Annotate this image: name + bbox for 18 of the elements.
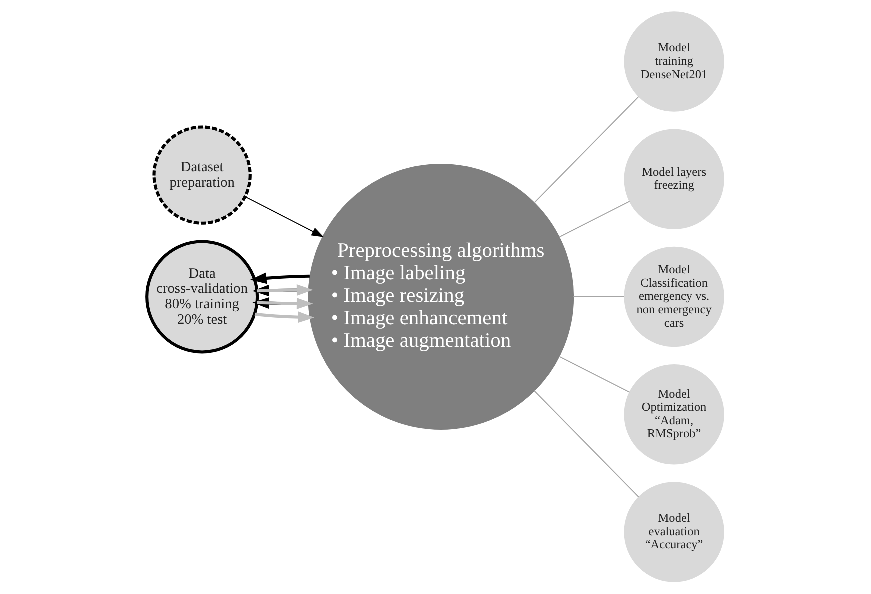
- node-circle: Model Optimization “Adam, RMSprob”: [624, 364, 724, 465]
- connector: [559, 201, 630, 238]
- node-circle: Model evaluation “Accuracy”: [624, 482, 724, 582]
- connector: [534, 390, 640, 498]
- connector: [559, 356, 630, 393]
- arrow: [257, 284, 314, 296]
- arrow: [257, 298, 314, 310]
- node-circle: Model layers freezing: [624, 129, 724, 230]
- node-circle: Dataset preparation: [152, 126, 252, 225]
- arrow: [245, 196, 324, 238]
- arrow: [250, 272, 310, 284]
- arrow: [254, 312, 315, 324]
- connector: [574, 296, 624, 298]
- node-circle: Model training DenseNet201: [624, 12, 724, 112]
- node-circle: Data cross-validation 80% training 20% test: [146, 240, 260, 354]
- connector: [534, 96, 640, 204]
- node-circle: Preprocessing algorithms • Image labeling • Image resizing • Image enhancement • Image augmentation: [308, 164, 574, 430]
- node-circle: Model Classification emergency vs. non emergency cars: [624, 246, 724, 348]
